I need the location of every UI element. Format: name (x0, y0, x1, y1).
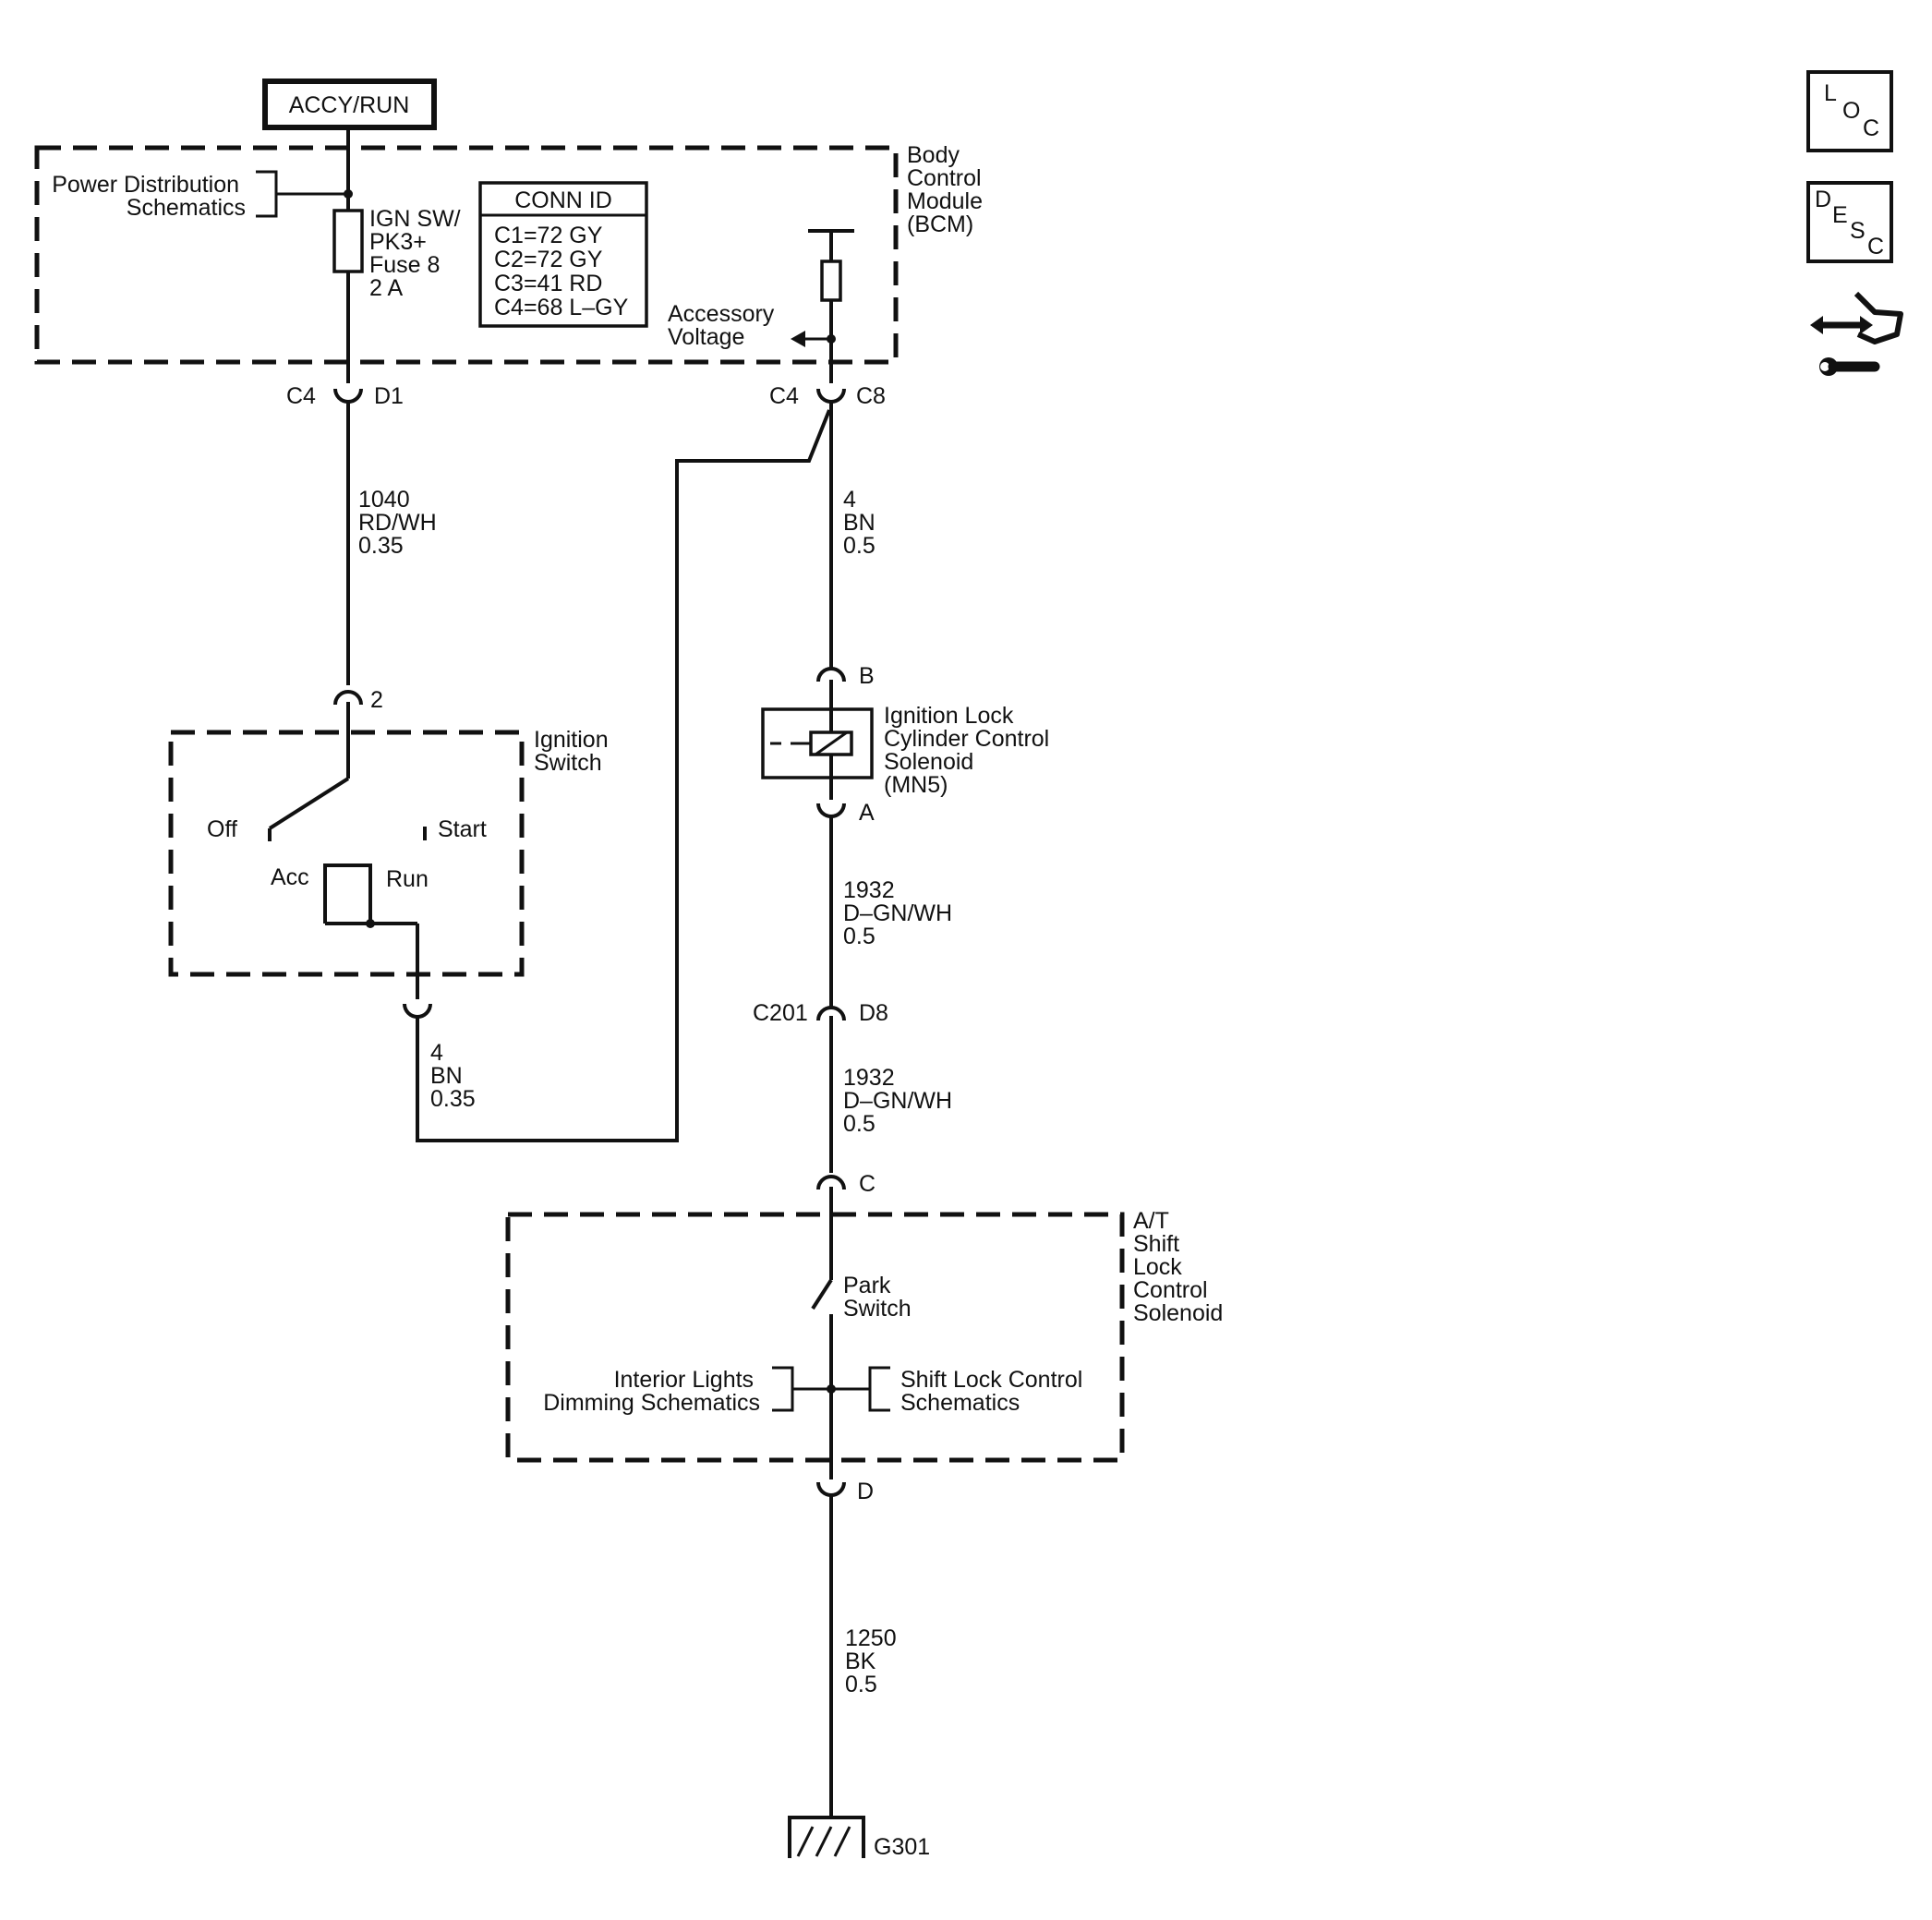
conn-id-table (478, 181, 648, 328)
left-return-wire: 4 BN 0.35 (416, 409, 831, 1142)
switch-start-label: Start (438, 816, 487, 842)
shift-lock-solenoid: Park Switch Interior Lights Dimming Sche… (505, 1208, 1223, 1504)
bcm-outline (34, 145, 899, 365)
wire-1040-label: 1040 RD/WH 0.35 (358, 487, 443, 559)
right-branch: 4 BN 0.5 B Ignition Lock Cylinder Contro… (753, 401, 1056, 1212)
wire-4-bn-035-label: 4 BN 0.35 (430, 1040, 476, 1112)
conn-id-rows: C1=72 GY C2=72 GY C3=41 RD C4=68 L–GY (494, 223, 629, 320)
pullup-resistor (820, 260, 842, 302)
svg-text:S: S (1850, 218, 1866, 244)
ground-g301-label: G301 (874, 1834, 930, 1860)
ground-section: 1250 BK 0.5 G301 (788, 1496, 930, 1860)
ground-symbol (788, 1816, 865, 1858)
c4-d1-pin: D1 (374, 383, 404, 409)
accessory-voltage-label: Accessory Voltage (668, 301, 780, 350)
bcm-section: ACCY/RUN Power Distribution Schematics I… (34, 78, 989, 383)
solenoid-label: Ignition Lock Cylinder Control Solenoid … (884, 703, 1056, 798)
switch-off-label: Off (207, 816, 237, 842)
solenoid-pin-a: A (859, 800, 875, 826)
park-switch-blade (811, 1278, 833, 1310)
bcm-label: Body Control Module (BCM) (907, 142, 989, 237)
loc-icon[interactable]: L O C (1806, 70, 1893, 152)
fuse-symbol (332, 209, 364, 273)
svg-text:C: C (1863, 115, 1879, 141)
ignition-switch-blade (268, 777, 350, 830)
wire-1250-label: 1250 BK 0.5 (845, 1625, 903, 1697)
wire-1932-lower-label: 1932 D–GN/WH 0.5 (843, 1065, 959, 1137)
bcm-connectors: C4 D1 C4 C8 (286, 383, 886, 409)
ignition-switch-outline (168, 730, 525, 977)
svg-text:L: L (1824, 80, 1837, 106)
switch-acc-label: Acc (271, 864, 309, 890)
conn-id-title: CONN ID (514, 187, 612, 213)
ignition-switch-label: Ignition Switch (534, 727, 615, 776)
ignition-switch: Off Start Acc Run Ignition Switch (168, 727, 615, 1019)
wire-4-bn-05-label: 4 BN 0.5 (843, 487, 882, 559)
shift-lock-pin-d: D (857, 1479, 874, 1504)
svg-text:E: E (1832, 202, 1848, 228)
power-distribution-ref: Power Distribution Schematics (52, 172, 246, 221)
desc-icon[interactable]: D E S C (1806, 181, 1893, 263)
shift-lock-pin-c: C (859, 1171, 875, 1197)
wire-1932-upper-label: 1932 D–GN/WH 0.5 (843, 877, 959, 949)
interior-lights-ref: Interior Lights Dimming Schematics (543, 1367, 760, 1416)
svg-text:C: C (1867, 234, 1884, 260)
shift-lock-label: A/T Shift Lock Control Solenoid (1133, 1208, 1223, 1326)
fuse-label: IGN SW/ PK3+ Fuse 8 2 A (369, 206, 467, 301)
c201-connector: C201 (753, 1000, 808, 1026)
left-branch: 1040 RD/WH 0.35 2 (333, 401, 443, 730)
svg-text:D: D (1815, 187, 1831, 212)
solenoid-pin-b: B (859, 663, 875, 689)
accy-run-label: ACCY/RUN (289, 92, 410, 118)
connector-wrench-icon[interactable] (1810, 291, 1903, 376)
c4-d1-connector: C4 (286, 383, 316, 409)
ign-switch-pin-2: 2 (370, 687, 383, 713)
shift-lock-control-ref: Shift Lock Control Schematics (900, 1367, 1089, 1416)
shift-lock-outline (505, 1212, 1125, 1463)
svg-text:O: O (1842, 98, 1860, 124)
park-switch-label: Park Switch (843, 1273, 912, 1322)
c201-pin-d8: D8 (859, 1000, 888, 1026)
switch-run-label: Run (386, 866, 429, 892)
c4-c8-pin: C8 (856, 383, 886, 409)
c4-c8-connector: C4 (769, 383, 799, 409)
